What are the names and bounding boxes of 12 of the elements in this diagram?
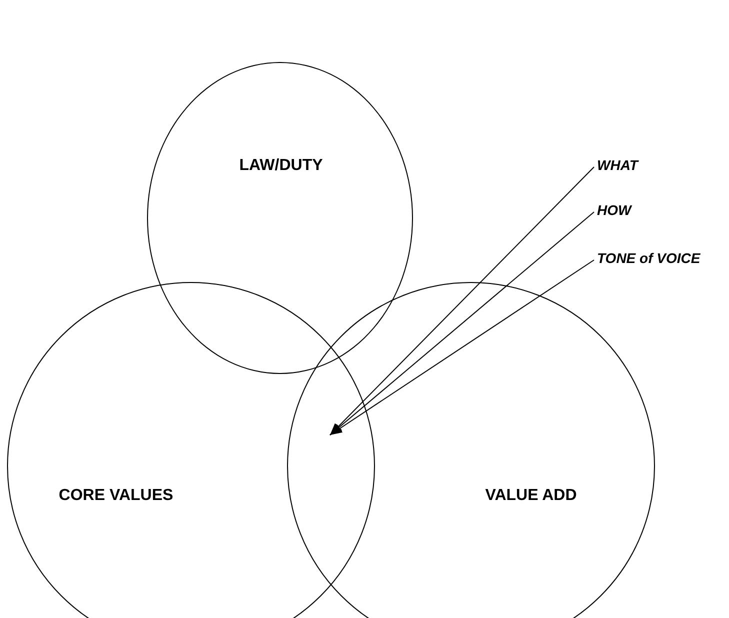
leader-line: [330, 166, 594, 436]
callout-label: TONE of VOICE: [597, 250, 700, 266]
circle-label: VALUE ADD: [485, 487, 577, 505]
circle-label: LAW/DUTY: [239, 157, 323, 175]
callout-label: WHAT: [597, 157, 638, 173]
venn-circle: [147, 62, 413, 374]
leader-line: [330, 260, 594, 436]
circle-label: CORE VALUES: [58, 487, 174, 505]
venn-circle: [287, 282, 655, 618]
leader-line: [330, 212, 594, 436]
callout-label: HOW: [597, 202, 632, 218]
venn-circle: [7, 282, 375, 618]
